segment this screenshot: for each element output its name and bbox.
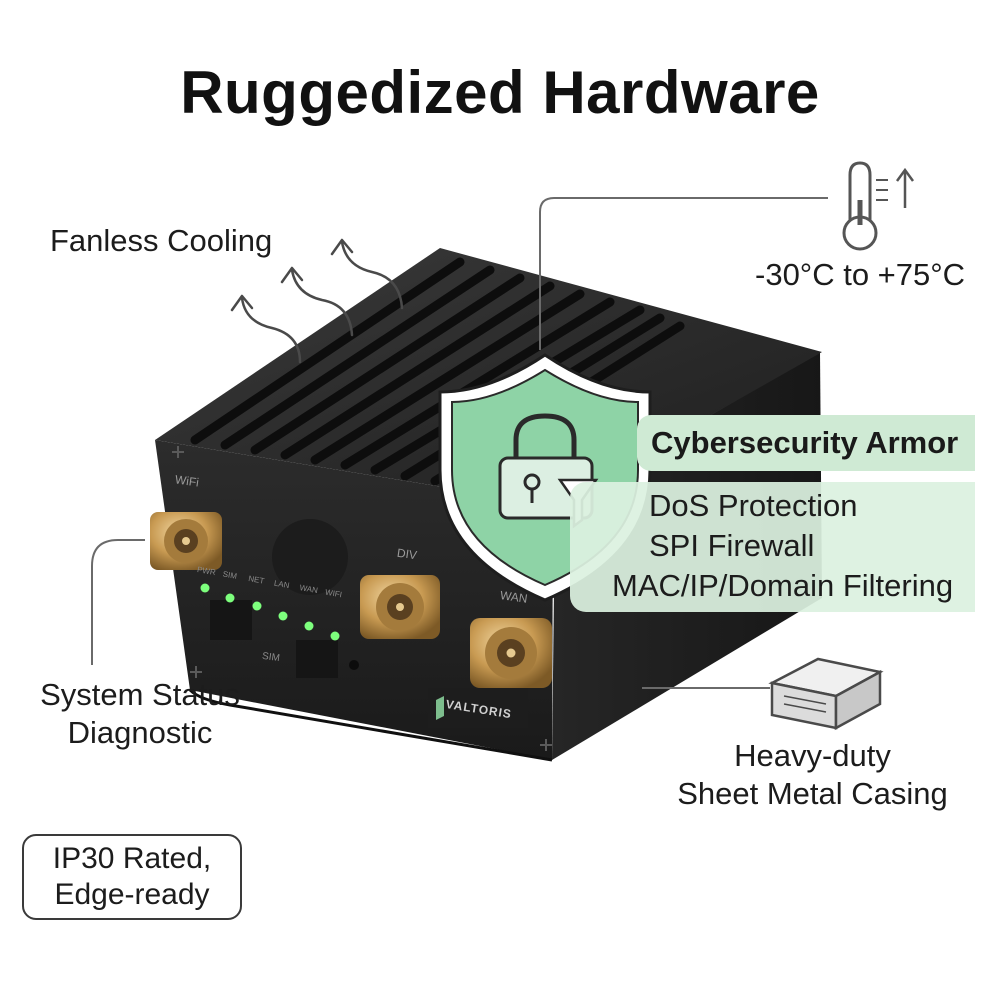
- front-recess: [272, 519, 348, 595]
- system-status-label: System Status Diagnostic: [20, 676, 260, 752]
- antenna-connector-wifi: [150, 512, 222, 570]
- thermometer-icon: [842, 161, 915, 251]
- port-label-div: DIV: [396, 545, 418, 563]
- brand-plate: [428, 688, 528, 728]
- fanless-cooling-label: Fanless Cooling: [50, 223, 273, 258]
- reset-hole: [349, 660, 359, 670]
- system-status-line1: System Status: [40, 677, 240, 712]
- sim-label: SIM: [261, 650, 281, 665]
- temperature-range-label: -30°C to +75°C: [755, 257, 966, 292]
- security-feature-panel: [570, 482, 975, 612]
- security-feature-list: DoS Protection SPI Firewall MAC/IP/Domai…: [612, 486, 953, 606]
- casing-label: Heavy-duty Sheet Metal Casing: [650, 737, 975, 813]
- sim-slot-2: [296, 640, 338, 678]
- page-title: Ruggedized Hardware: [180, 59, 820, 126]
- security-feature-item: DoS Protection: [649, 488, 858, 523]
- leader-lines: [91, 197, 828, 689]
- ip-rating-line2: Edge-ready: [54, 878, 210, 911]
- system-status-line2: Diagnostic: [67, 715, 213, 750]
- casing-line2: Sheet Metal Casing: [677, 776, 948, 811]
- security-title: Cybersecurity Armor: [651, 425, 959, 460]
- antenna-connector-wan: [470, 618, 552, 688]
- heat-arrow-icon: [230, 238, 404, 364]
- security-title-bar: Cybersecurity Armor: [637, 415, 975, 471]
- sim-slot: [210, 600, 252, 640]
- casing-line1: Heavy-duty: [734, 738, 891, 773]
- metal-block-icon: [768, 657, 884, 731]
- screw-marks: [172, 446, 552, 751]
- security-feature-item: MAC/IP/Domain Filtering: [612, 568, 954, 603]
- ip-rating-badge: IP30 Rated, Edge-ready: [22, 834, 242, 920]
- security-feature-item: SPI Firewall: [649, 528, 815, 563]
- antenna-connector-div: [360, 575, 440, 639]
- status-leds: [200, 583, 340, 641]
- shield-lock-icon: [438, 353, 652, 602]
- ip-rating-line1: IP30 Rated,: [52, 842, 212, 875]
